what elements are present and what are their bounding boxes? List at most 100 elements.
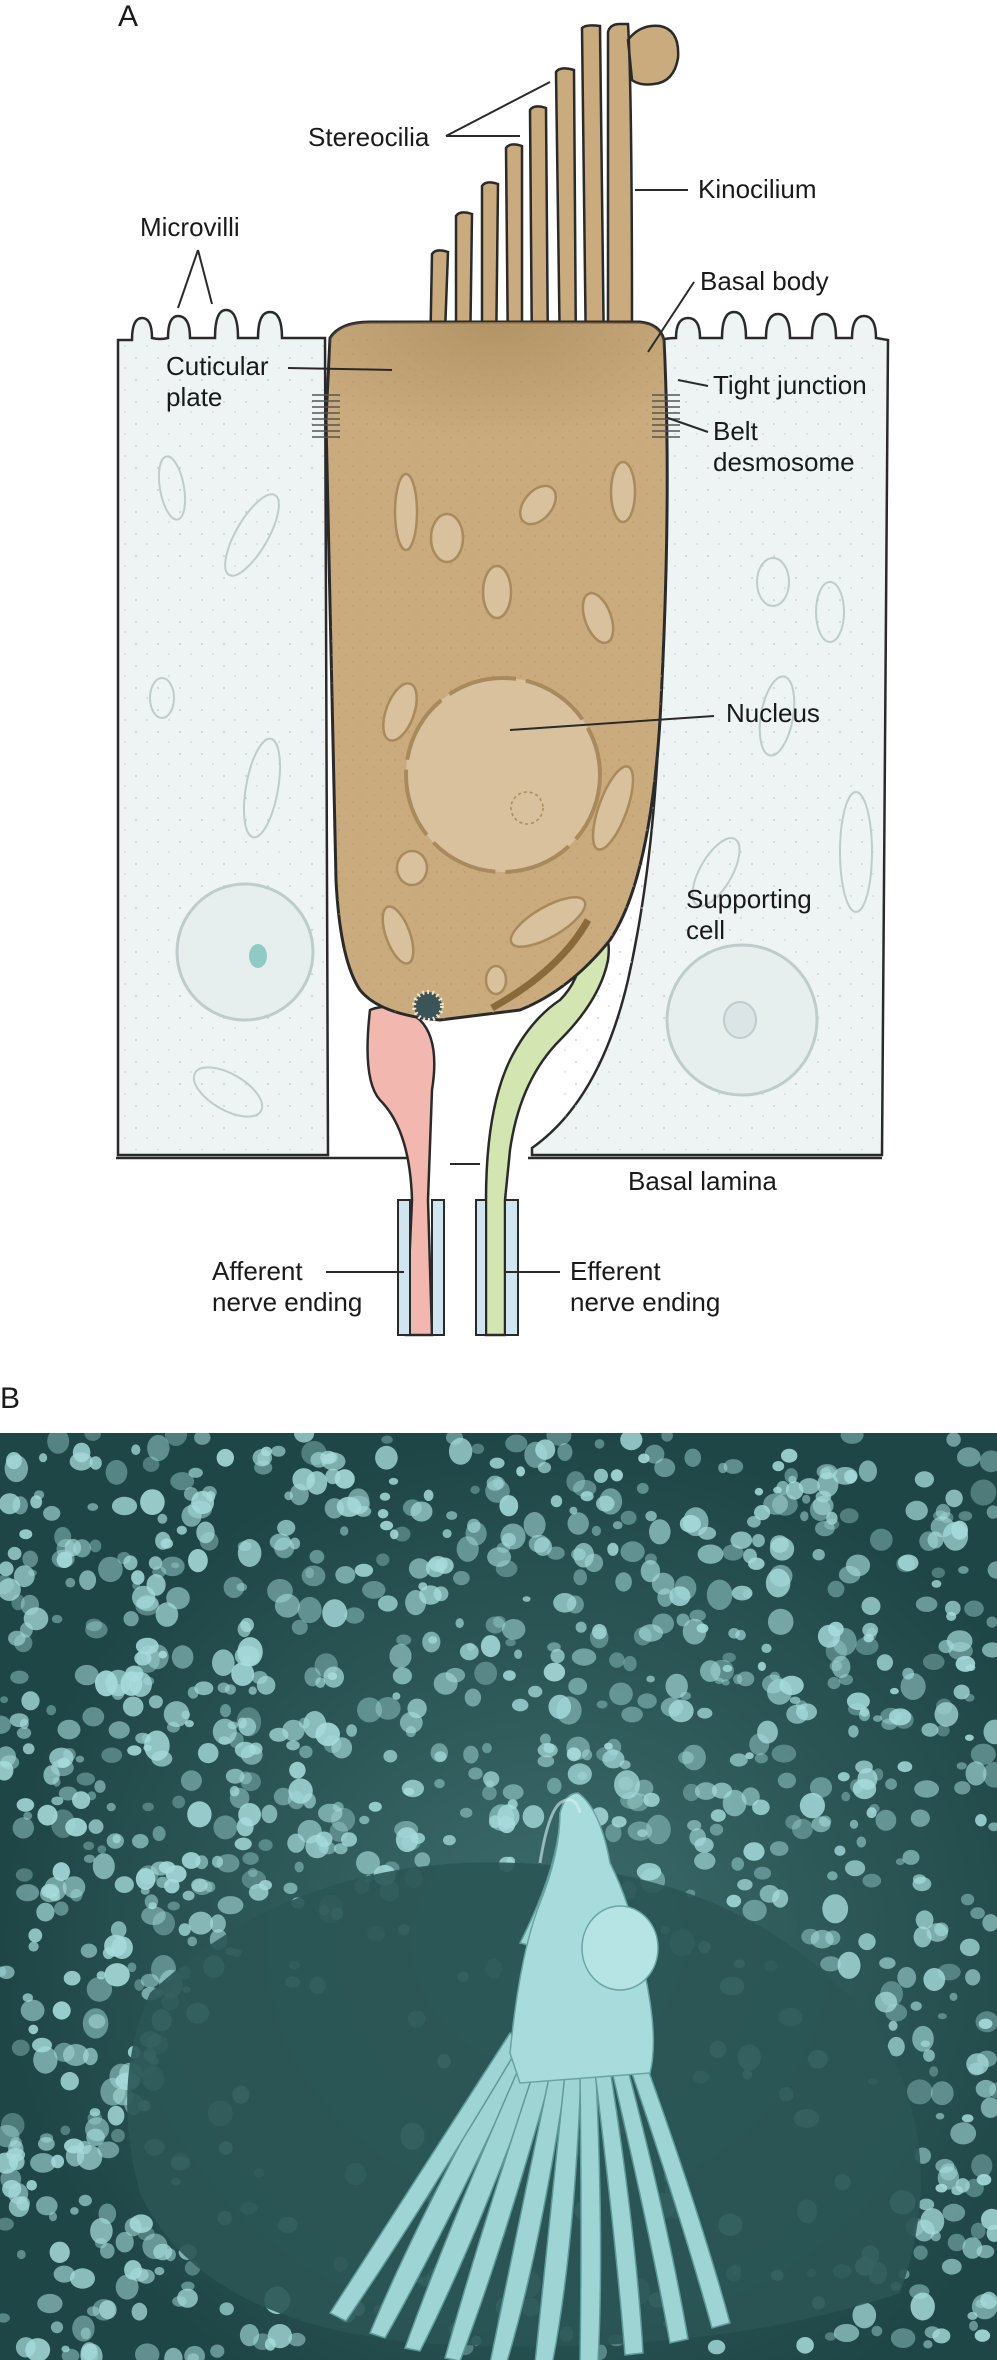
sem-granule	[986, 2224, 997, 2242]
sem-granule	[143, 1676, 155, 1686]
sem-granule	[785, 1815, 802, 1830]
sem-granule	[976, 2174, 992, 2186]
sem-granule	[41, 1883, 60, 1899]
sem-granule	[37, 1804, 58, 1826]
sem-granule	[176, 1525, 187, 1535]
sem-granule	[989, 2082, 997, 2099]
sem-granule	[726, 1894, 742, 1908]
sem-granule	[485, 1780, 495, 1788]
sem-granule	[46, 1705, 57, 1716]
sem-granule	[12, 1817, 35, 1839]
sem-granule	[965, 1761, 987, 1786]
sem-granule	[912, 1876, 932, 1892]
sem-granule	[969, 2320, 978, 2331]
sem-granule	[831, 1655, 851, 1679]
sem-granule	[975, 1814, 987, 1827]
sem-granule	[346, 1724, 357, 1737]
sem-granule	[920, 2208, 945, 2235]
sem-granule	[37, 2293, 63, 2314]
sem-granule	[332, 1801, 344, 1812]
label-microvilli: Microvilli	[140, 212, 240, 242]
sem-granule	[56, 1551, 73, 1568]
sem-granule	[785, 1481, 804, 1500]
sem-granule	[94, 1780, 106, 1793]
sem-granule	[850, 1779, 864, 1794]
sem-granule	[852, 1778, 877, 1800]
sem-granule	[16, 1884, 40, 1902]
sem-granule	[792, 1818, 813, 1840]
sem-granule	[383, 1749, 398, 1763]
sem-granule	[592, 1624, 607, 1640]
sem-granule	[736, 1671, 755, 1687]
sem-granule	[486, 1475, 504, 1491]
sem-granule	[65, 1817, 87, 1837]
sem-granule	[22, 1550, 38, 1568]
sem-granule	[380, 1520, 394, 1531]
sem-granule	[60, 2125, 71, 2136]
sem-granule	[937, 2166, 960, 2190]
sem-granule	[143, 1744, 152, 1752]
sem-granule	[248, 1883, 269, 1901]
sem-granule	[743, 1842, 765, 1861]
sem-granule	[829, 1660, 843, 1672]
sem-granule	[129, 1671, 153, 1697]
sem-granule	[645, 1510, 657, 1522]
label-afferent-line-2: nerve ending	[212, 1287, 363, 1317]
sem-granule	[698, 1526, 717, 1540]
sem-granule	[767, 1608, 794, 1635]
sem-granule	[523, 1512, 546, 1538]
sem-granule	[132, 1834, 149, 1849]
sem-granule	[828, 1621, 844, 1637]
sem-granule	[160, 1538, 173, 1549]
sem-granule	[855, 1760, 873, 1774]
sem-granule	[84, 1433, 102, 1441]
sem-granule	[98, 1556, 123, 1583]
sem-granule	[217, 1896, 244, 1915]
sem-granule	[52, 1777, 61, 1787]
sem-granule	[467, 1518, 481, 1533]
sem-granule	[80, 1943, 98, 1958]
sem-granule	[800, 1511, 809, 1522]
sem-granule	[63, 2044, 89, 2066]
sem-granule	[422, 1631, 441, 1653]
sem-granule	[298, 1717, 310, 1729]
sem-granule	[251, 1671, 268, 1684]
sem-granule	[299, 1745, 313, 1759]
sem-granule	[914, 1780, 939, 1798]
sem-granule	[888, 1708, 912, 1726]
sem-granule	[798, 1478, 820, 1495]
sem-granule	[534, 1537, 552, 1556]
sem-granule	[148, 1695, 163, 1709]
sem-granule	[96, 1971, 106, 1980]
sem-granule	[82, 1707, 105, 1727]
sem-granule	[589, 1627, 609, 1649]
sem-granule	[769, 1841, 789, 1856]
sem-granule	[87, 2306, 100, 2317]
sem-granule	[910, 2001, 922, 2011]
sem-granule	[646, 1814, 671, 1845]
sem-granule	[571, 1548, 586, 1561]
sem-granule	[946, 1630, 973, 1652]
sem-granule	[30, 2153, 56, 2173]
supporting-cell-nucleus-right	[665, 943, 819, 1097]
sem-granule	[731, 1857, 744, 1871]
sem-granule	[104, 1934, 127, 1957]
sem-granule	[728, 1628, 740, 1639]
sem-granule	[129, 2214, 153, 2233]
sem-granule	[961, 1893, 975, 1906]
sem-granule	[825, 1930, 841, 1946]
sem-granule	[86, 1976, 113, 2002]
sem-granule	[187, 1936, 197, 1947]
sem-granule	[455, 1618, 464, 1629]
sem-granule	[753, 1866, 772, 1880]
sem-granule	[388, 1477, 399, 1485]
sem-granule	[776, 1480, 790, 1495]
sem-granule	[729, 1753, 748, 1767]
sem-granule	[934, 1922, 949, 1937]
sem-granule	[188, 1467, 203, 1478]
sem-granule	[965, 1664, 976, 1672]
sem-granule	[322, 1599, 348, 1628]
sem-granule	[76, 1772, 96, 1786]
sem-granule	[818, 1815, 832, 1827]
sem-granule	[550, 1495, 563, 1508]
